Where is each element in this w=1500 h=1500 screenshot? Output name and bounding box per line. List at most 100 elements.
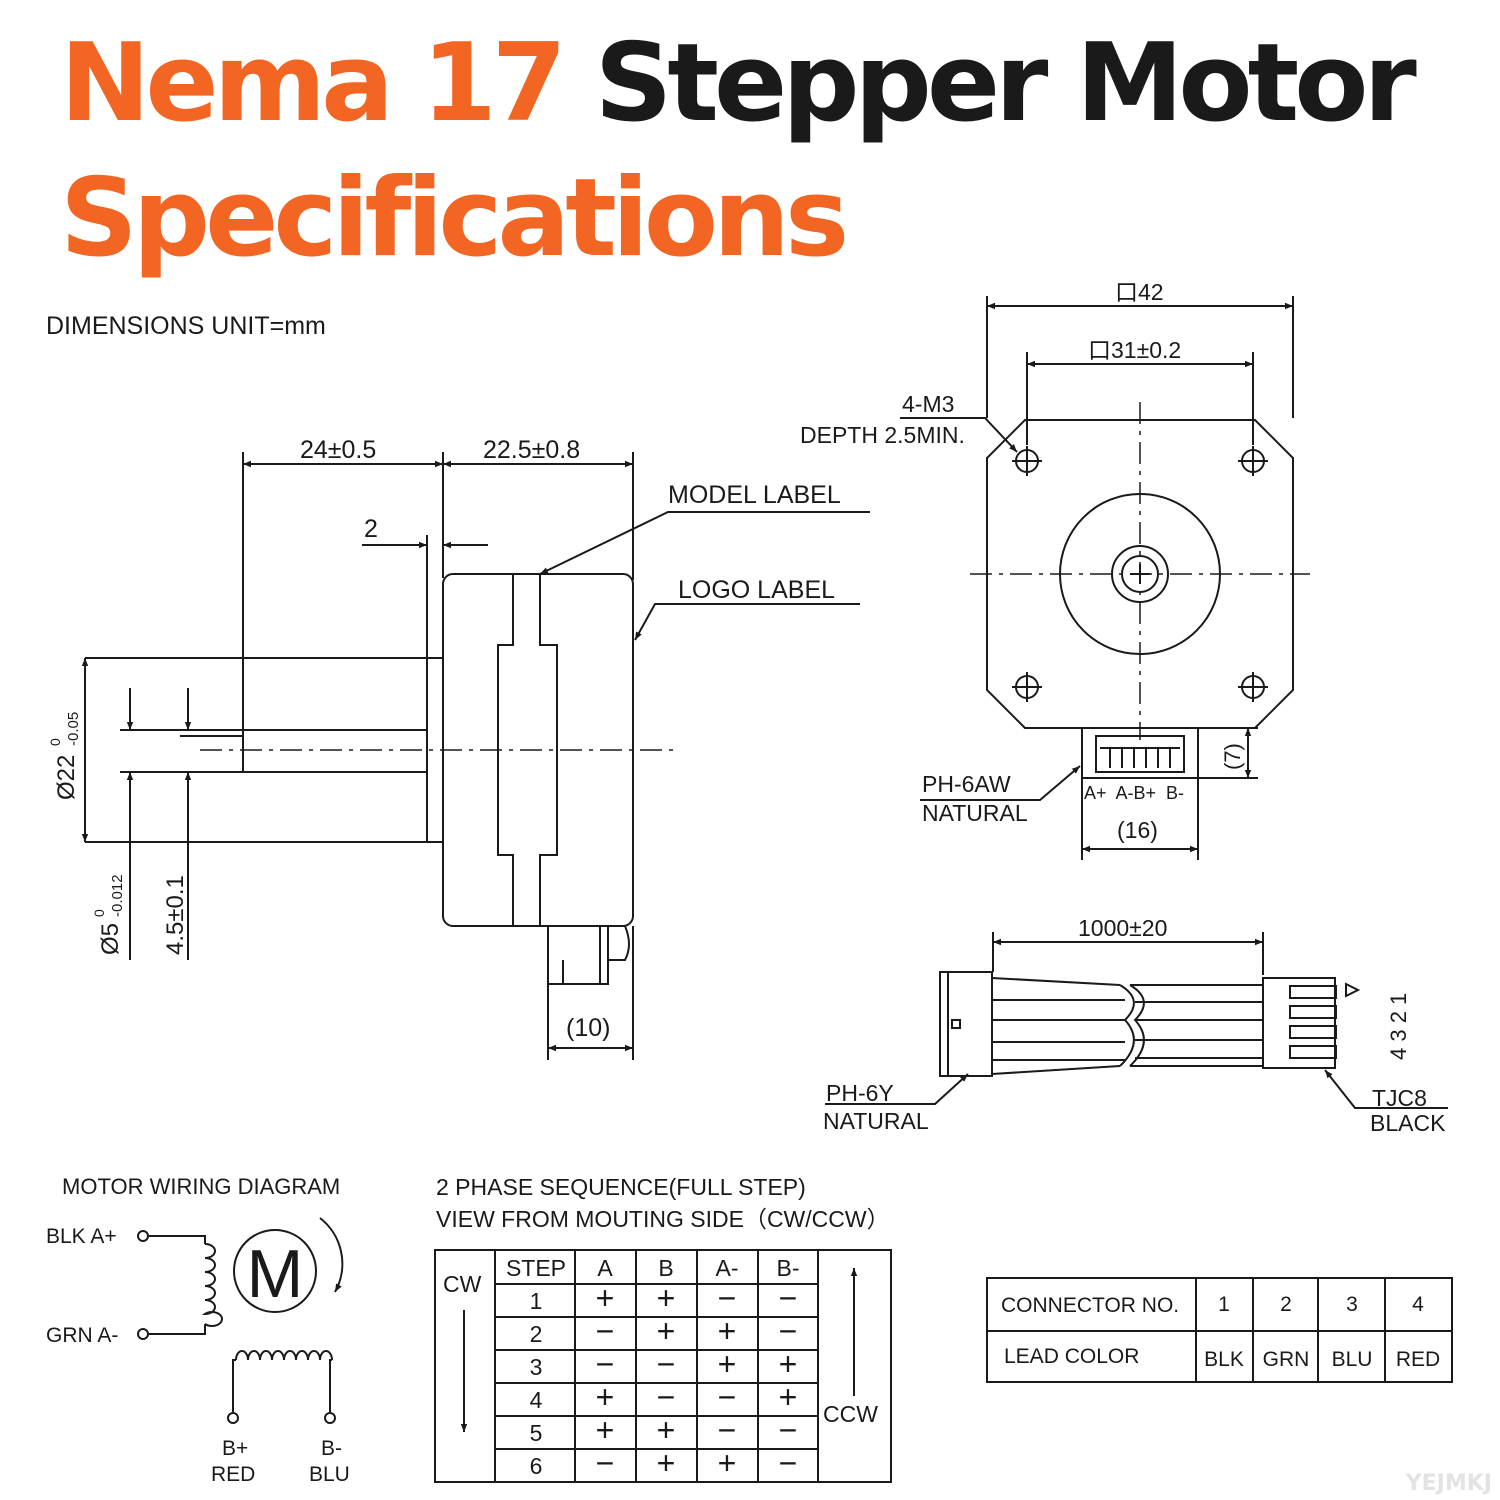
sequence-polarity-cell: + — [657, 1412, 676, 1448]
dim-24: 24±0.5 — [300, 436, 376, 464]
dim-16: (16) — [1117, 817, 1158, 843]
front-centerlines — [970, 402, 1310, 740]
b-plus-name: B+ — [222, 1437, 248, 1460]
sequence-polarity-cell: − — [596, 1346, 615, 1382]
connector-no-label: CONNECTOR NO. — [1001, 1294, 1179, 1317]
connector-number-cell: 1 — [1218, 1293, 1230, 1316]
wire-a-plus-label: BLK A+ — [46, 1225, 117, 1248]
lead-color-label: LEAD COLOR — [1004, 1345, 1139, 1368]
wiring-diagram — [137, 1217, 344, 1424]
lead-color-cell: GRN — [1263, 1348, 1310, 1371]
svg-text:0: 0 — [47, 738, 63, 746]
m3-label: 4-M3 — [902, 391, 954, 417]
svg-text:(7): (7) — [1220, 743, 1245, 770]
sequence-polarity-cell: − — [718, 1379, 737, 1415]
title-brand: Nema 17 — [60, 21, 567, 146]
sequence-polarity-cell: − — [779, 1280, 798, 1316]
svg-text:Ø5: Ø5 — [97, 923, 124, 955]
lead-color-cell: BLU — [1332, 1348, 1373, 1371]
sequence-step-cell: 5 — [530, 1420, 543, 1446]
dim-2: 2 — [364, 515, 378, 543]
svg-text:Ø22: Ø22 — [53, 755, 80, 800]
dim-10: (10) — [566, 1014, 610, 1042]
front-screw-crosses — [1012, 446, 1268, 702]
sequence-step-cell: 4 — [530, 1387, 543, 1413]
sequence-polarity-cell: − — [718, 1280, 737, 1316]
sequence-step-cell: 6 — [530, 1453, 543, 1479]
dim-7-label: (7) — [1220, 743, 1245, 770]
dim-31: 口31±0.2 — [1088, 337, 1181, 363]
sequence-polarity-cell: + — [718, 1313, 737, 1349]
sequence-polarity-cell: + — [779, 1379, 798, 1415]
depth-label: DEPTH 2.5MIN. — [800, 422, 965, 448]
connector-number-cell: 4 — [1412, 1293, 1424, 1316]
dimensions-unit-label: DIMENSIONS UNIT=mm — [46, 312, 326, 340]
sequence-header-cell: STEP — [506, 1255, 566, 1281]
sequence-polarity-cell: + — [657, 1445, 676, 1481]
title-rest: Stepper Motor — [594, 21, 1417, 146]
dim-4-5-label: 4.5±0.1 — [162, 875, 189, 955]
b-plus-color: RED — [211, 1463, 255, 1486]
sequence-header-cell: A- — [716, 1255, 739, 1281]
svg-text:4 3 2 1: 4 3 2 1 — [1386, 993, 1411, 1060]
sequence-polarity-cell: − — [779, 1412, 798, 1448]
right-connector-type: TJC8 — [1372, 1085, 1427, 1111]
sequence-polarity-cell: + — [718, 1346, 737, 1382]
svg-text:-0.012: -0.012 — [109, 874, 126, 917]
sequence-subtitle: VIEW FROM MOUTING SIDE（CW/CCW） — [436, 1206, 890, 1232]
sequence-header-cell: B — [658, 1255, 673, 1281]
dia22-label: Ø22 0 -0.05 — [47, 712, 82, 800]
cable-pin-numbers: 4 3 2 1 — [1386, 993, 1411, 1060]
b-minus-name: B- — [321, 1437, 342, 1460]
front-connector-color: NATURAL — [922, 800, 1028, 826]
front-connector-type: PH-6AW — [922, 771, 1011, 797]
sequence-polarity-cell: + — [718, 1445, 737, 1481]
sequence-step-cell: 1 — [530, 1288, 543, 1314]
svg-text:4.5±0.1: 4.5±0.1 — [162, 875, 189, 955]
side-view — [81, 452, 870, 1060]
sequence-polarity-cell: + — [596, 1412, 615, 1448]
left-connector-color: NATURAL — [823, 1108, 929, 1134]
pin-labels: A+ A-B+ B- — [1084, 783, 1184, 803]
b-minus-color: BLU — [309, 1463, 350, 1486]
connector-table-grid — [986, 1277, 1453, 1383]
connector-number-cell: 2 — [1280, 1293, 1292, 1316]
left-connector-type: PH-6Y — [826, 1080, 894, 1106]
logo-label-callout: LOGO LABEL — [678, 576, 835, 604]
sequence-polarity-cell: − — [779, 1313, 798, 1349]
model-label-callout: MODEL LABEL — [668, 481, 841, 509]
sequence-polarity-cell: − — [657, 1379, 676, 1415]
dim-42: 口42 — [1115, 279, 1164, 305]
motor-symbol: M — [247, 1236, 304, 1312]
lead-color-cell: RED — [1396, 1348, 1440, 1371]
connector-number-cell: 3 — [1346, 1293, 1358, 1316]
sequence-table-grid — [434, 1249, 892, 1483]
watermark: YEJMKJ — [1405, 1471, 1492, 1496]
sequence-polarity-cell: + — [596, 1379, 615, 1415]
ccw-label: CCW — [823, 1401, 878, 1427]
cable-drawing — [825, 932, 1448, 1109]
sequence-title: 2 PHASE SEQUENCE(FULL STEP) — [436, 1174, 806, 1200]
dia5-label: Ø5 0 -0.012 — [91, 874, 126, 955]
sequence-polarity-cell: − — [779, 1445, 798, 1481]
sequence-polarity-cell: + — [657, 1280, 676, 1316]
sequence-polarity-cell: + — [596, 1280, 615, 1316]
sequence-step-cell: 3 — [530, 1354, 543, 1380]
sequence-polarity-cell: + — [779, 1346, 798, 1382]
sequence-polarity-cell: − — [657, 1346, 676, 1382]
svg-text:0: 0 — [91, 909, 107, 917]
lead-color-cell: BLK — [1204, 1348, 1244, 1371]
cable-length: 1000±20 — [1078, 915, 1167, 941]
sequence-polarity-cell: − — [596, 1313, 615, 1349]
sequence-header-cell: B- — [777, 1255, 800, 1281]
sequence-step-cell: 2 — [530, 1321, 543, 1347]
svg-text:-0.05: -0.05 — [65, 712, 82, 746]
right-connector-color: BLACK — [1370, 1110, 1446, 1136]
page-title-line-2: Specifications — [60, 156, 849, 281]
wiring-title: MOTOR WIRING DIAGRAM — [62, 1174, 340, 1199]
page-title-line-1: Nema 17 Stepper Motor — [60, 30, 1417, 138]
cw-label: CW — [443, 1271, 482, 1297]
sequence-polarity-cell: + — [657, 1313, 676, 1349]
